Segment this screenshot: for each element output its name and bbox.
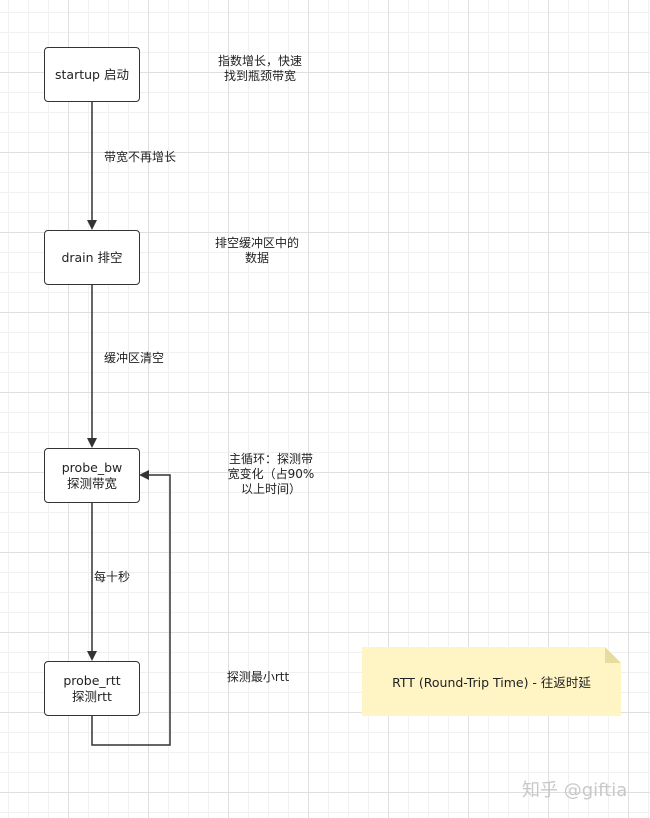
note-drain-line2: 数据 (244, 251, 269, 265)
note-probe-bw-line1: 主循环：探测带 (228, 452, 313, 466)
note-probe-bw-line2: 宽变化（占90% (227, 467, 315, 481)
note-probe-rtt-line1: 探测最小rtt (226, 670, 290, 684)
note-drain: 排空缓冲区中的 数据 (202, 236, 312, 266)
node-probe-bw-sublabel: 探测带宽 (66, 475, 117, 491)
note-startup: 指数增长，快速 找到瓶颈带宽 (205, 54, 315, 84)
node-probe-bw[interactable]: probe_bw 探测带宽 (44, 448, 140, 503)
watermark: 知乎 @giftia (522, 780, 628, 801)
note-startup-line2: 找到瓶颈带宽 (223, 69, 296, 83)
node-probe-rtt[interactable]: probe_rtt 探测rtt (44, 661, 140, 716)
note-probe-bw-line3: 以上时间） (240, 482, 301, 496)
node-drain[interactable]: drain 排空 (44, 230, 140, 285)
arrow-probe-rtt-loop-back (91, 470, 171, 746)
edge-label-startup-to-drain: 带宽不再增长 (104, 150, 177, 164)
sticky-note-text: RTT (Round-Trip Time) - 往返时延 (392, 675, 591, 690)
node-probe-rtt-sublabel: 探测rtt (72, 688, 112, 704)
sticky-note[interactable]: RTT (Round-Trip Time) - 往返时延 (362, 647, 621, 716)
node-probe-rtt-label: probe_rtt (63, 672, 121, 688)
edge-label-probe-bw-to-probe-rtt: 每十秒 (94, 570, 131, 584)
node-startup-label: startup 启动 (55, 66, 129, 82)
note-startup-line1: 指数增长，快速 (217, 54, 302, 68)
node-startup[interactable]: startup 启动 (44, 47, 140, 102)
node-probe-bw-label: probe_bw (61, 459, 123, 475)
edge-label-drain-to-probe-bw: 缓冲区清空 (104, 351, 165, 365)
note-drain-line1: 排空缓冲区中的 (214, 236, 299, 250)
note-probe-rtt: 探测最小rtt (208, 670, 308, 685)
note-probe-bw: 主循环：探测带 宽变化（占90% 以上时间） (216, 452, 326, 497)
node-drain-label: drain 排空 (61, 249, 123, 265)
